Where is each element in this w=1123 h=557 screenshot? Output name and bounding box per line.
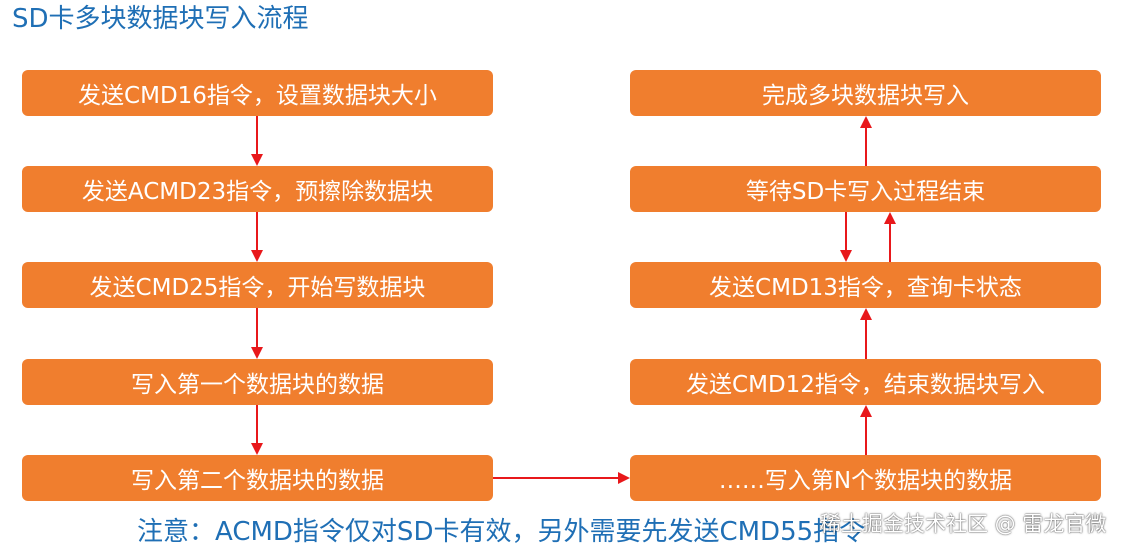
- diagram-title: SD卡多块数据块写入流程: [12, 4, 309, 34]
- step-write-second-block: 写入第二个数据块的数据: [22, 455, 493, 501]
- watermark-text: 稀土掘金技术社区 @ 雷龙官微: [820, 512, 1107, 536]
- step-send-cmd16: 发送CMD16指令，设置数据块大小: [22, 70, 493, 116]
- step-send-cmd12: 发送CMD12指令，结束数据块写入: [630, 359, 1101, 405]
- step-send-cmd13: 发送CMD13指令，查询卡状态: [630, 262, 1101, 308]
- step-write-first-block: 写入第一个数据块的数据: [22, 359, 493, 405]
- step-write-nth-block: ……写入第N个数据块的数据: [630, 455, 1101, 501]
- step-wait-sd-write-end: 等待SD卡写入过程结束: [630, 166, 1101, 212]
- step-send-acmd23: 发送ACMD23指令，预擦除数据块: [22, 166, 493, 212]
- note-text: 注意：ACMD指令仅对SD卡有效，另外需要先发送CMD55指令: [137, 517, 866, 547]
- step-send-cmd25: 发送CMD25指令，开始写数据块: [22, 262, 493, 308]
- step-finish-multi-block-write: 完成多块数据块写入: [630, 70, 1101, 116]
